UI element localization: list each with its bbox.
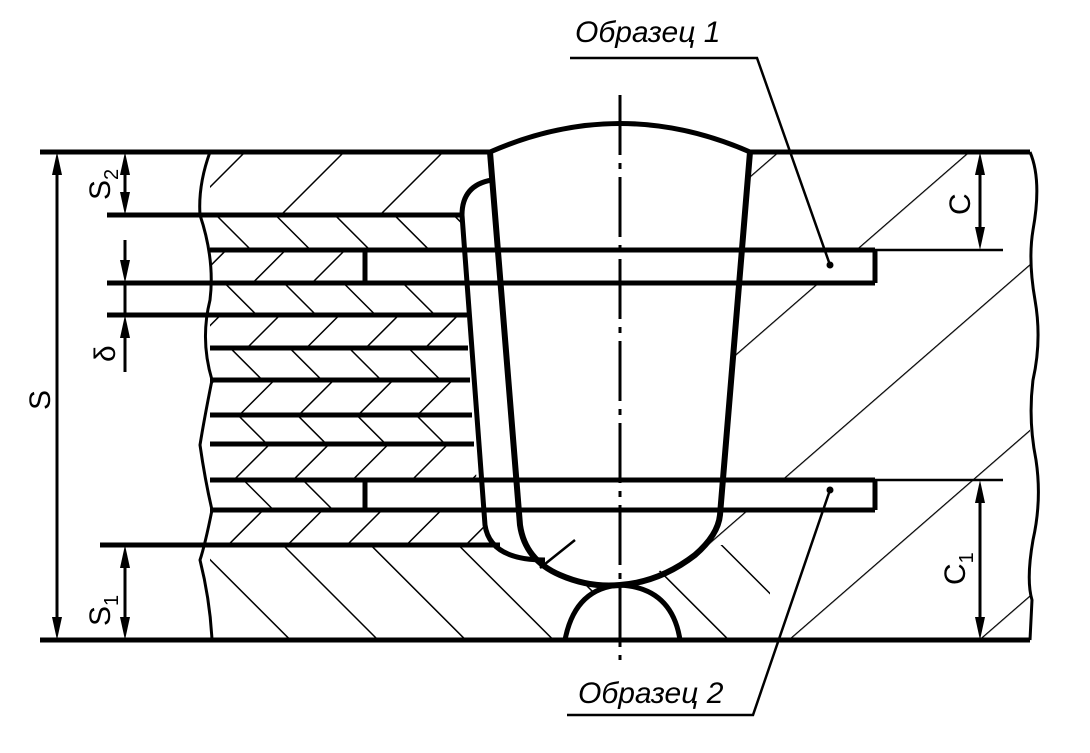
dim-s-label: S <box>24 390 57 410</box>
dim-c-label: C <box>944 193 977 215</box>
dim-delta-label: δ <box>89 345 122 362</box>
dim-s2-label: S2 <box>84 169 123 200</box>
arrowheads <box>52 152 985 640</box>
weld-root <box>562 582 683 641</box>
dim-c1-label: C1 <box>939 552 978 585</box>
hatching <box>210 152 1030 640</box>
outline <box>40 56 1040 717</box>
sample-1-leader <box>570 56 832 266</box>
sample-2-leader <box>567 489 832 717</box>
sample-1-label: Образец 1 <box>575 16 720 49</box>
weld-side-bead <box>459 177 546 563</box>
sample-2-label: Образец 2 <box>578 677 724 710</box>
dim-s1-label: S1 <box>84 595 123 626</box>
